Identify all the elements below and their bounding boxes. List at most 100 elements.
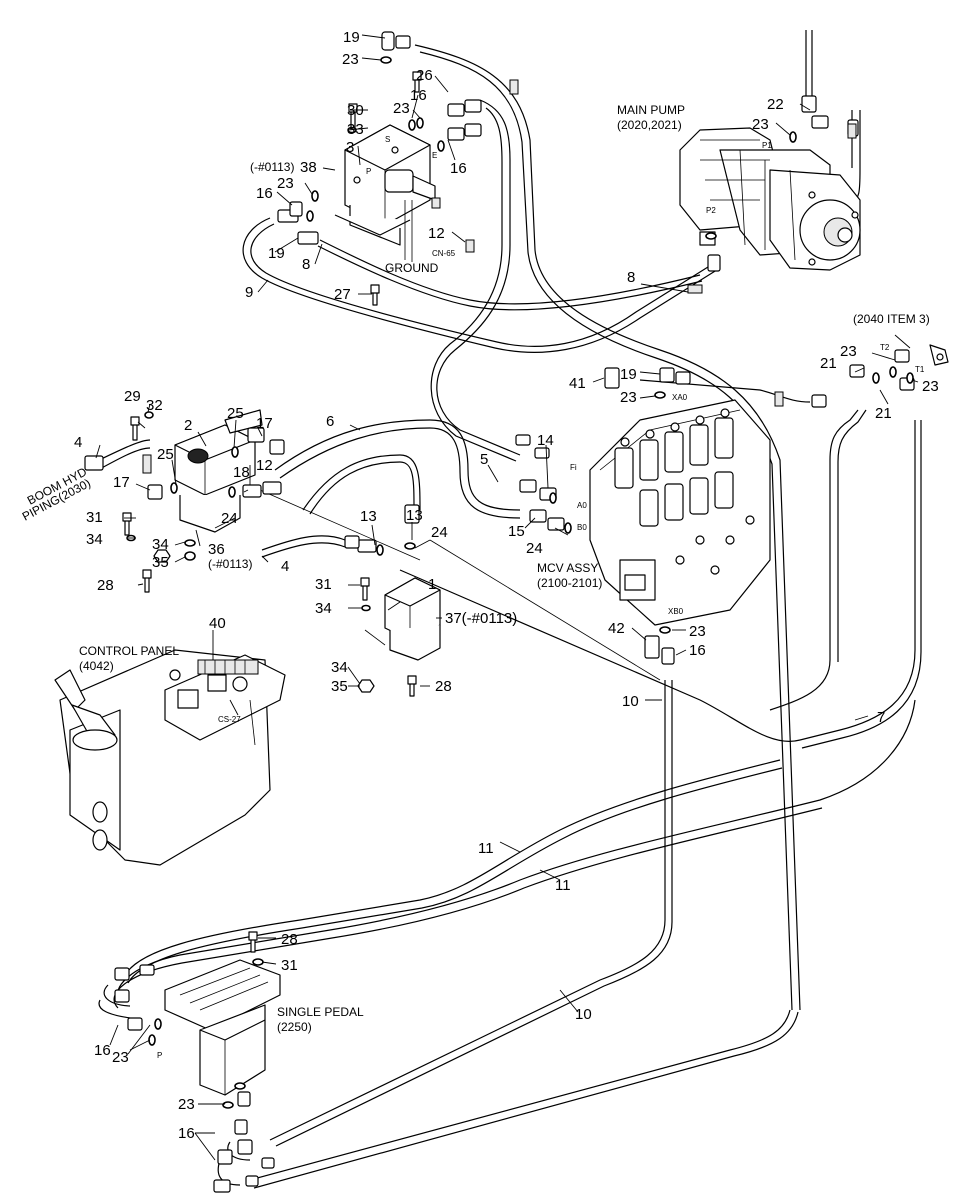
callout-17: 17 (256, 415, 273, 432)
callout-10: 10 (575, 1006, 592, 1023)
callout-28: 28 (435, 678, 452, 695)
callout-23: 23 (393, 100, 410, 117)
leader-lines (95, 34, 919, 1161)
hose-top-to-mcv-b (436, 99, 521, 456)
callout-16: 16 (256, 185, 273, 202)
callout-25: 25 (227, 405, 244, 422)
callout-13: 13 (360, 508, 377, 525)
callout-31: 31 (281, 957, 298, 974)
port-p2: P2 (706, 206, 716, 215)
callout-24: 24 (526, 540, 543, 557)
port-p-solenoid: P (366, 167, 371, 176)
callout-7: 7 (877, 709, 885, 726)
callout-16: 16 (94, 1042, 111, 1059)
port-xa0: XA0 (672, 393, 688, 402)
callout-21: 21 (875, 405, 892, 422)
hose-11-b (117, 699, 916, 1001)
callout-30: 30 (347, 102, 364, 119)
hose-7 (399, 420, 916, 742)
hose-6 (274, 419, 521, 511)
callout-6: 6 (326, 413, 334, 430)
callout-35: 35 (152, 554, 169, 571)
port-xb0: XB0 (668, 607, 684, 616)
callout-9: 9 (245, 284, 253, 301)
main-pump-label: MAIN PUMP (617, 103, 685, 117)
mcv-assy-ref: (2100-2101) (537, 576, 602, 590)
callout-14: 14 (537, 432, 554, 449)
callout-24: 24 (221, 510, 238, 527)
callout-16: 16 (450, 160, 467, 177)
callout-25: 25 (157, 446, 174, 463)
hose-routes (94, 30, 922, 1189)
hose-9 (242, 217, 721, 353)
callout-31: 31 (86, 509, 103, 526)
callout-5: 5 (480, 451, 488, 468)
port-b0: B0 (577, 523, 587, 532)
hose-4-lower (261, 535, 346, 551)
callout-11: 11 (555, 877, 571, 894)
callout-23: 23 (840, 343, 857, 360)
callout-10: 10 (622, 693, 639, 710)
callout-23: 23 (620, 389, 637, 406)
hose-21 (769, 409, 859, 711)
callout-16: 16 (178, 1125, 195, 1142)
callout-34: 34 (86, 531, 103, 548)
callout-28: 28 (281, 931, 298, 948)
port-cn65: CN-65 (432, 249, 456, 258)
control-panel-ref: (4042) (79, 659, 114, 673)
callout-12: 12 (428, 225, 445, 242)
callout-19: 19 (620, 366, 637, 383)
port-t1: T1 (915, 365, 925, 374)
single-pedal-ref: (2250) (277, 1020, 312, 1034)
callout-13: 13 (406, 507, 423, 524)
callout-31: 31 (315, 576, 332, 593)
callout-32: 32 (146, 397, 163, 414)
serial-37-label: 37(-#0113) (445, 610, 517, 627)
hose-8-solenoid (319, 239, 701, 305)
callout-33: 33 (347, 121, 364, 138)
callout-42: 42 (608, 620, 625, 637)
hose-2040-return (639, 379, 811, 403)
callout-26: 26 (416, 67, 433, 84)
callout-36: 36 (208, 541, 225, 558)
callout-29: 29 (124, 388, 141, 405)
callout-8: 8 (302, 256, 310, 273)
callout-4: 4 (281, 558, 289, 575)
port-p1: P1 (762, 141, 772, 150)
solenoid-valve-3 (334, 124, 436, 262)
callout-23: 23 (752, 116, 769, 133)
ground-label: GROUND (385, 261, 439, 275)
callout-15: 15 (508, 523, 525, 540)
callout-4: 4 (74, 434, 82, 451)
callout-8: 8 (627, 269, 635, 286)
port-cs27: CS-27 (218, 715, 241, 724)
fittings (84, 31, 949, 1193)
main-pump (679, 127, 861, 271)
callout-3: 3 (346, 139, 354, 156)
main-pump-ref: (2020,2021) (617, 118, 682, 132)
serial-0113-label: (-#0113) (250, 160, 294, 174)
callout-16: 16 (689, 642, 706, 659)
callout-23: 23 (922, 378, 939, 395)
port-t2: T2 (880, 343, 890, 352)
callout-22: 22 (767, 96, 784, 113)
callout-19: 19 (268, 245, 285, 262)
port-e: E (432, 151, 437, 160)
callout-23: 23 (112, 1049, 129, 1066)
callout-16: 16 (410, 87, 427, 104)
callout-23: 23 (689, 623, 706, 640)
hose-11-a (124, 759, 781, 976)
callout-28: 28 (97, 577, 114, 594)
callout-34: 34 (331, 659, 348, 676)
callout-1: 1 (428, 576, 436, 593)
callout-21: 21 (820, 355, 837, 372)
callout-34: 34 (315, 600, 332, 617)
callout-numbers: 19 23 26 30 16 23 33 3 16 38 23 16 12 19… (74, 29, 939, 1142)
callout-23: 23 (277, 175, 294, 192)
control-panel-console (54, 649, 286, 866)
serial-36-label: (-#0113) (208, 557, 252, 571)
o-rings (126, 56, 914, 1109)
callout-34: 34 (152, 536, 169, 553)
callout-17: 17 (113, 474, 130, 491)
